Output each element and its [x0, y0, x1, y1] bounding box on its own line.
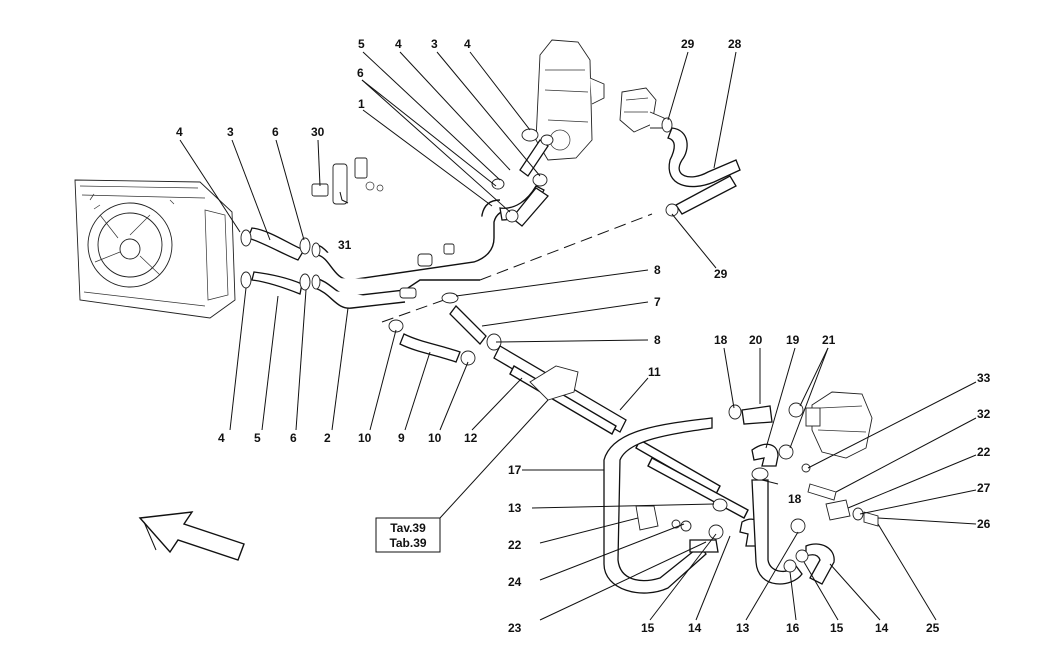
callout-5: 5 [358, 37, 365, 51]
callout-33: 33 [977, 371, 991, 385]
callout-1: 1 [358, 97, 365, 111]
callout-7: 7 [654, 295, 661, 309]
callout-2: 2 [324, 431, 331, 445]
upper-pipes [240, 128, 554, 309]
callout-4: 4 [176, 125, 183, 139]
direction-arrow-icon [138, 511, 245, 561]
reference-box: Tav.39 Tab.39 [375, 517, 441, 553]
callout-22: 22 [508, 538, 522, 552]
callout-31: 31 [338, 238, 352, 252]
callout-22: 22 [977, 445, 991, 459]
callout-18: 18 [788, 492, 802, 506]
dashed-link-2 [381, 299, 445, 323]
dashed-link [479, 213, 653, 281]
callout-30: 30 [311, 125, 325, 139]
callout-13: 13 [736, 621, 750, 635]
callout-15: 15 [830, 621, 844, 635]
callout-5: 5 [254, 431, 261, 445]
thermostat-housing [805, 391, 873, 459]
callout-13: 13 [508, 501, 522, 515]
callout-24: 24 [508, 575, 522, 589]
callout-19: 19 [786, 333, 800, 347]
lower-pipes [603, 402, 879, 594]
callout-29: 29 [714, 267, 728, 281]
callout-3: 3 [431, 37, 438, 51]
callout-8: 8 [654, 263, 661, 277]
leader-lines [179, 51, 977, 621]
callout-12: 12 [464, 431, 478, 445]
expansion-tank [535, 39, 605, 161]
callout-4: 4 [464, 37, 471, 51]
clip-parts [311, 157, 384, 205]
callout-28: 28 [728, 37, 742, 51]
hose-28 [661, 117, 741, 217]
callout-25: 25 [926, 621, 940, 635]
callout-10: 10 [358, 431, 372, 445]
callout-18: 18 [714, 333, 728, 347]
callout-29: 29 [681, 37, 695, 51]
callout-11: 11 [648, 365, 661, 379]
radiator [74, 179, 236, 319]
callout-26: 26 [977, 517, 991, 531]
callout-16: 16 [786, 621, 800, 635]
callout-6: 6 [357, 66, 364, 80]
callout-6: 6 [272, 125, 279, 139]
callout-10: 10 [428, 431, 442, 445]
callout-14: 14 [875, 621, 889, 635]
callout-8: 8 [654, 333, 661, 347]
callout-17: 17 [508, 463, 522, 477]
middle-hoses [388, 292, 627, 435]
callout-15: 15 [641, 621, 655, 635]
callout-6: 6 [290, 431, 297, 445]
callout-labels: 4 3 6 30 5 4 3 4 6 1 29 28 29 31 8 7 8 4… [176, 37, 991, 635]
callout-32: 32 [977, 407, 991, 421]
callout-27: 27 [977, 481, 991, 495]
callout-9: 9 [398, 431, 405, 445]
fitting-upper-right [619, 87, 665, 133]
callout-21: 21 [822, 333, 836, 347]
callout-3: 3 [227, 125, 234, 139]
callout-20: 20 [749, 333, 763, 347]
callout-4: 4 [218, 431, 225, 445]
callout-14: 14 [688, 621, 702, 635]
callout-4: 4 [395, 37, 402, 51]
reference-tab: Tab.39 [389, 536, 426, 550]
callout-23: 23 [508, 621, 522, 635]
reference-tav: Tav.39 [390, 521, 426, 535]
